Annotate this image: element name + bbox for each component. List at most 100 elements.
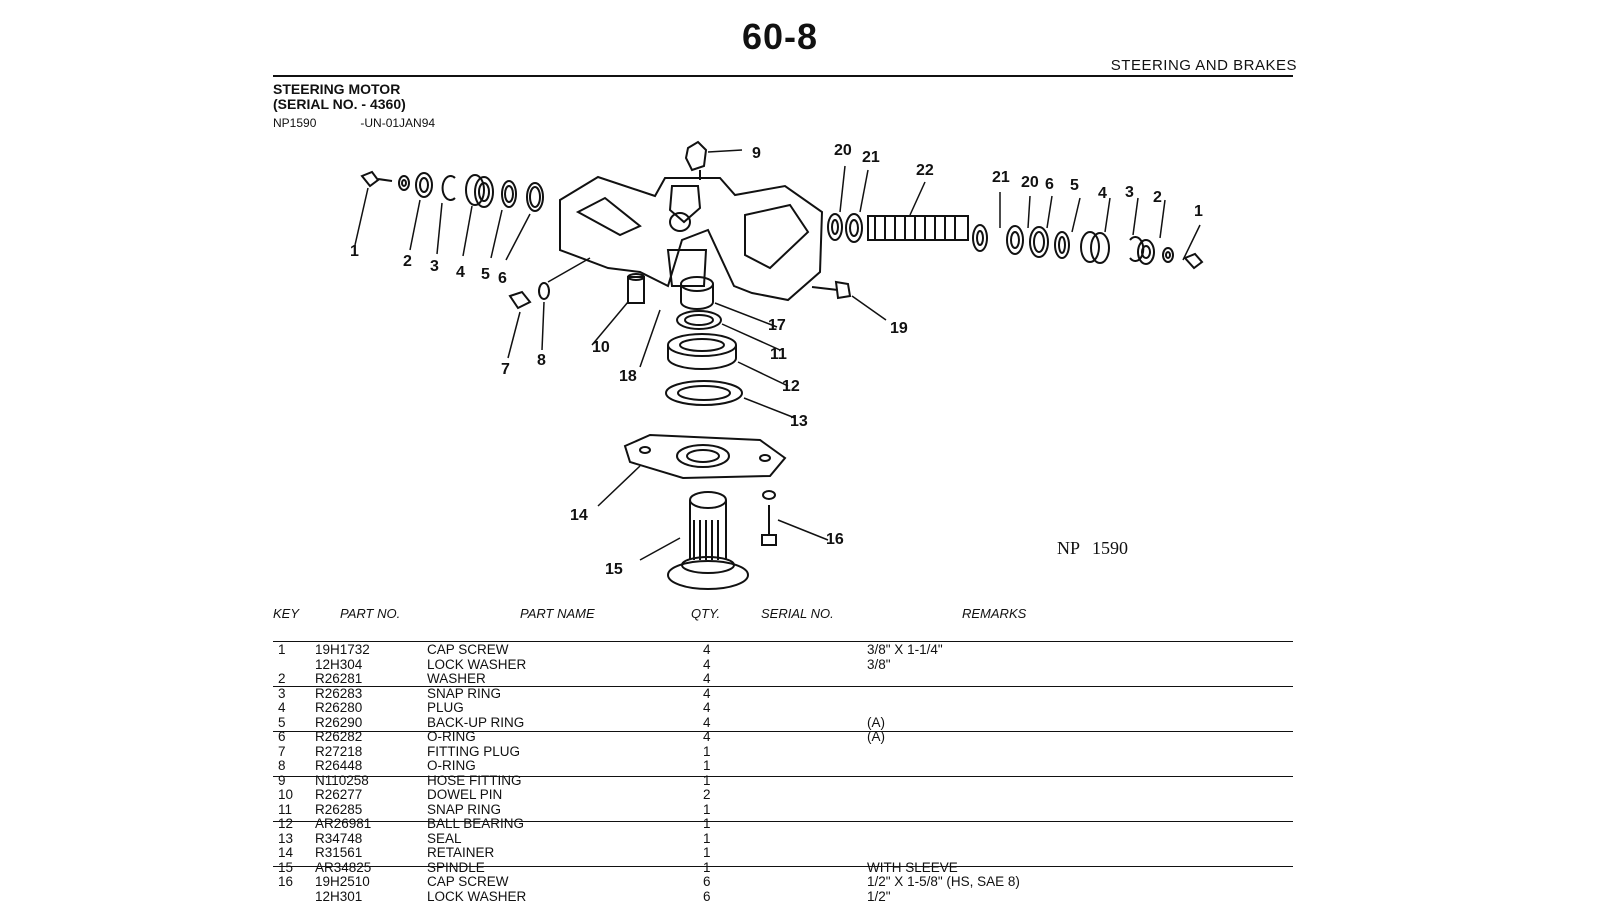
row-qty: 4 [703, 671, 711, 686]
row-remarks: 3/8" [867, 656, 891, 672]
callout-20: 20 [834, 142, 852, 159]
callout-1: 1 [350, 243, 359, 260]
callout-5-right: 5 [1070, 177, 1079, 194]
row-part-name: LOCK WASHER [427, 656, 527, 672]
table-rule [273, 641, 1293, 642]
row-part-name: BALL BEARING [427, 816, 525, 831]
row-remarks: (A) [867, 714, 885, 730]
row-part-name: WASHER [427, 671, 486, 686]
row-key: 1 [278, 642, 286, 657]
spindle [639, 491, 749, 590]
row-part-no: 12H304 [315, 656, 363, 672]
callout-15: 15 [605, 561, 623, 578]
callout-2: 2 [403, 253, 412, 270]
row-key: 9 [278, 772, 286, 788]
callout-19: 19 [890, 320, 908, 337]
callout-4: 4 [456, 264, 465, 281]
row-part-no: R34748 [315, 830, 363, 846]
row-part-no: R26448 [315, 758, 363, 773]
row-remarks: WITH SLEEVE [867, 859, 958, 875]
callout-21-right: 21 [992, 169, 1010, 186]
row-qty: 1 [703, 772, 711, 788]
row-part-no: R27218 [315, 743, 363, 759]
row-part-name: DOWEL PIN [427, 787, 503, 802]
table-rule [273, 776, 1293, 777]
table-rule [273, 731, 1293, 732]
figure-date: -UN-01JAN94 [360, 116, 436, 130]
row-key: 15 [278, 859, 294, 875]
callout-20-right: 20 [1021, 174, 1039, 191]
row-key: 4 [278, 700, 286, 715]
col-header-serial-no: SERIAL NO. [761, 606, 834, 621]
figure-title-line-1: STEERING MOTOR [273, 81, 401, 97]
row-part-no: R31561 [315, 845, 363, 860]
callout-5: 5 [481, 266, 490, 283]
col-header-part-name: PART NAME [520, 606, 595, 621]
callout-7: 7 [501, 361, 510, 378]
table-rule [273, 866, 1293, 867]
row-qty: 4 [703, 700, 711, 715]
callout-6: 6 [498, 270, 507, 287]
row-part-name: SNAP RING [427, 685, 502, 701]
hose-fitting [684, 140, 743, 180]
row-key: 7 [278, 743, 286, 759]
figure-code: NP1590 [273, 116, 317, 130]
row-part-name: O-RING [427, 758, 476, 773]
callout-16: 16 [826, 531, 844, 548]
callout-10: 10 [592, 339, 610, 356]
row-remarks: 1/2" X 1-5/8" (HS, SAE 8) [867, 874, 1020, 889]
col-header-key: KEY [273, 606, 300, 621]
col-header-part-no: PART NO. [340, 606, 401, 621]
row-key: 6 [278, 729, 286, 744]
diagram-id-number: 1590 [1092, 538, 1129, 558]
figure-title: STEERING MOTOR (SERIAL NO. - 4360) [273, 82, 406, 112]
row-key: 13 [278, 830, 294, 846]
row-remarks: 3/8" X 1-1/4" [867, 642, 943, 657]
row-part-name: O-RING [427, 729, 476, 744]
row-remarks: (A) [867, 729, 885, 744]
retainer-flange [597, 433, 787, 507]
row-part-name: RETAINER [427, 845, 495, 860]
header-divider [273, 75, 1293, 77]
row-key: 12 [278, 816, 294, 831]
row-part-name: HOSE FITTING [427, 772, 522, 788]
col-header-qty: QTY. [691, 606, 721, 621]
row-part-no: R26283 [315, 685, 363, 701]
row-part-no: R26285 [315, 801, 363, 817]
callout-3-right: 3 [1125, 184, 1134, 201]
row-qty: 4 [703, 685, 711, 701]
motor-housing [559, 175, 824, 302]
row-part-no: R26290 [315, 714, 363, 730]
callout-12: 12 [782, 378, 800, 395]
row-key: 14 [278, 845, 294, 860]
col-header-remarks: REMARKS [962, 606, 1027, 621]
row-part-name: FITTING PLUG [427, 743, 521, 759]
diagram-id-prefix: NP [1057, 538, 1081, 558]
row-key: 8 [278, 758, 286, 773]
row-qty: 1 [703, 758, 711, 773]
callout-2-right: 2 [1153, 189, 1162, 206]
row-part-name: CAP SCREW [427, 642, 509, 657]
row-qty: 6 [703, 874, 711, 889]
row-qty: 1 [703, 830, 711, 846]
callout-14: 14 [570, 507, 588, 524]
row-part-name: SNAP RING [427, 801, 502, 817]
row-qty: 6 [703, 888, 711, 904]
callout-4-right: 4 [1098, 185, 1107, 202]
row-qty: 1 [703, 845, 711, 860]
row-qty: 1 [703, 801, 711, 817]
page-number: 60-8 [741, 16, 819, 57]
row-key: 5 [278, 714, 286, 730]
callout-9: 9 [752, 145, 761, 162]
table-rule [273, 821, 1293, 822]
row-part-name: BACK-UP RING [427, 714, 525, 730]
bearing-cluster [591, 273, 796, 419]
callout-6-right: 6 [1045, 176, 1054, 193]
callout-3: 3 [430, 258, 439, 275]
row-part-no: 12H301 [315, 888, 363, 904]
callout-17: 17 [768, 317, 786, 334]
left-washer-stack [398, 172, 544, 261]
row-qty: 1 [703, 743, 711, 759]
left-cap-screw [354, 170, 393, 246]
row-remarks: 1/2" [867, 888, 891, 904]
